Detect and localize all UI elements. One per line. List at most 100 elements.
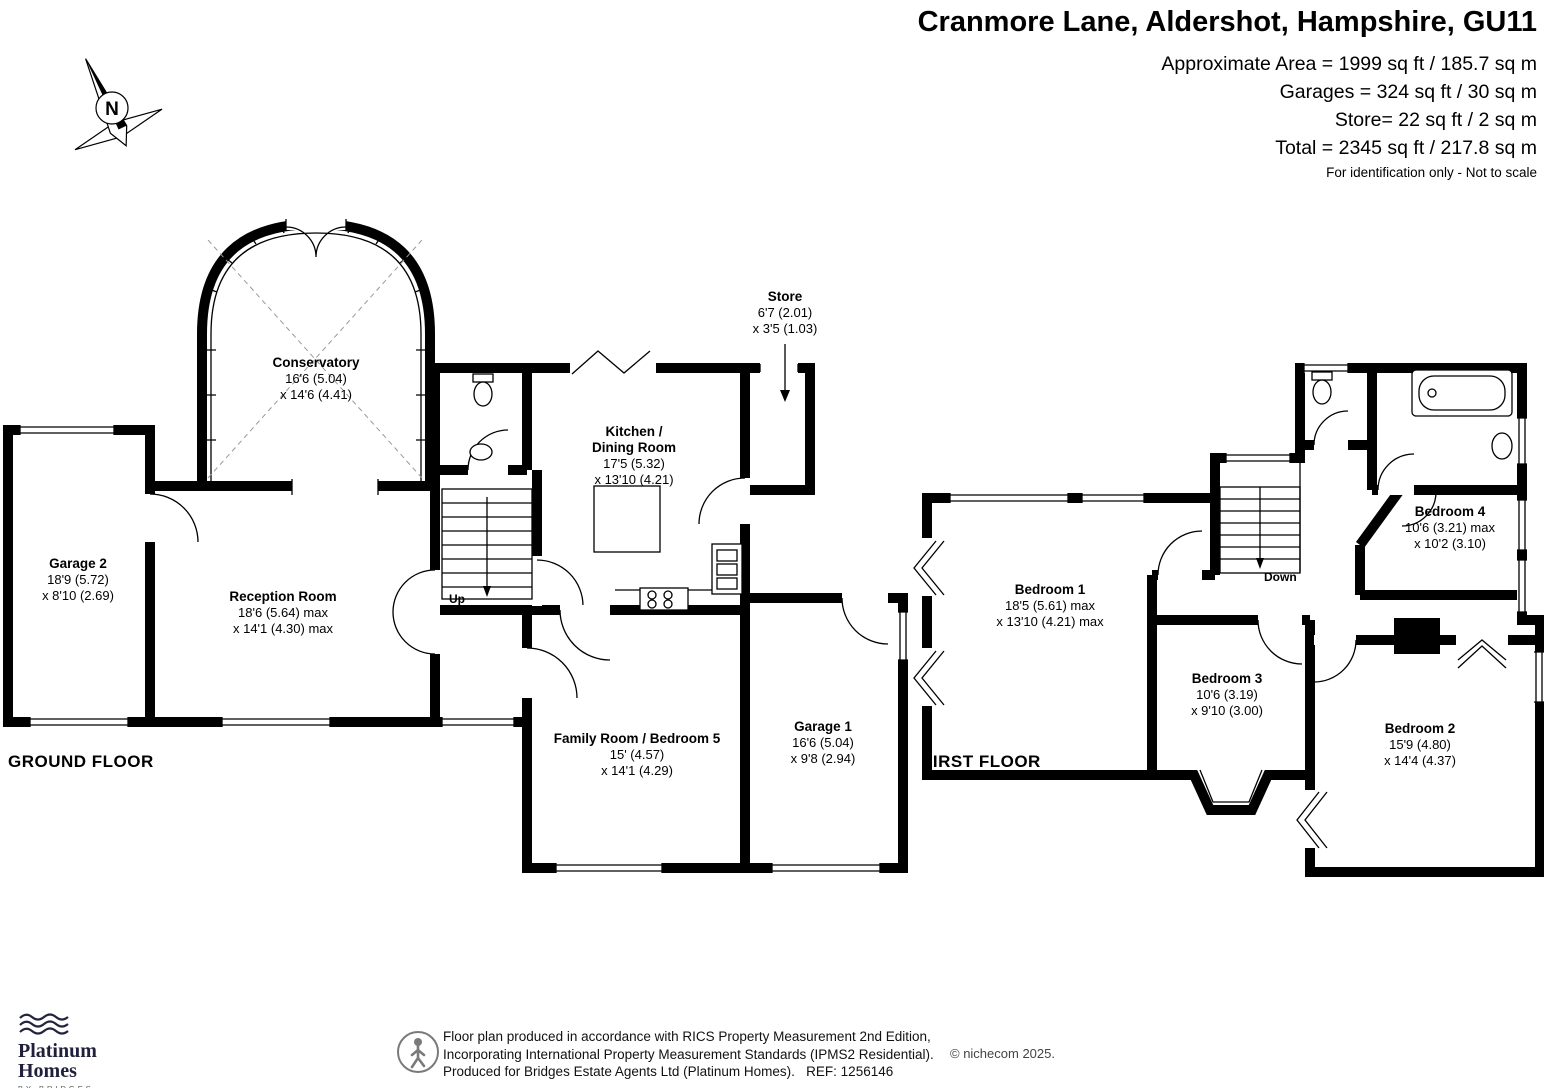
area-line-garages: Garages = 324 sq ft / 30 sq m [1279, 81, 1537, 103]
person-icon [397, 1031, 439, 1073]
sink-icon [1491, 432, 1513, 460]
conservatory-glazing [197, 222, 435, 486]
window [771, 863, 881, 873]
first-floor-plan [913, 363, 1544, 877]
window [555, 863, 663, 873]
door-arc [145, 493, 199, 543]
door-arc [1401, 491, 1437, 527]
door-arc [1377, 453, 1415, 495]
door-arc [392, 569, 440, 655]
disclaimer-line2: Incorporating International Property Mea… [443, 1046, 934, 1062]
conservatory-doors [285, 218, 347, 258]
room-label-store: Store 6'7 (2.01) x 3'5 (1.03) [752, 289, 818, 336]
area-line-approximate: Approximate Area = 1999 sq ft / 185.7 sq… [1161, 53, 1537, 75]
toilet-icon [1311, 371, 1333, 405]
bay-window [1456, 635, 1508, 669]
hob-icon [639, 587, 689, 611]
stairs-down-label: Down [1264, 570, 1297, 584]
first-interior-walls [1147, 368, 1540, 775]
room-label-bedroom3: Bedroom 3 10'6 (3.19) x 9'10 (3.00) [1191, 671, 1263, 718]
window [1517, 499, 1527, 551]
garage2-outline [3, 425, 155, 727]
bay-window [913, 648, 945, 706]
window [29, 717, 129, 727]
bay-window [1296, 790, 1328, 849]
compass-north-label: N [105, 99, 119, 120]
room-label-reception: Reception Room 18'6 (5.64) max x 14'1 (4… [229, 589, 337, 636]
window [441, 717, 515, 727]
ground-floor-plan [3, 218, 908, 873]
disclaimer-line1: Floor plan produced in accordance with R… [443, 1029, 931, 1044]
kitchen-island-icon [593, 485, 661, 553]
stairs-up [441, 488, 533, 600]
room-label-conservatory: Conservatory 16'6 (5.04) x 14'6 (4.41) [272, 355, 360, 402]
ground-doors [145, 363, 889, 699]
identification-note: For identification only - Not to scale [1326, 165, 1537, 180]
window [1517, 417, 1527, 465]
footer-disclaimer: Floor plan produced in accordance with R… [443, 1028, 934, 1081]
area-line-store: Store= 22 sq ft / 2 sq m [1334, 109, 1537, 131]
door-arc [559, 605, 611, 661]
store-door [759, 363, 799, 373]
window [1517, 559, 1527, 613]
page-title: Cranmore Lane, Aldershot, Hampshire, GU1… [917, 6, 1537, 38]
window [898, 611, 908, 661]
door-arc [1157, 530, 1203, 580]
window [1303, 363, 1349, 373]
logo-waves-icon [19, 1013, 69, 1035]
room-label-garage2: Garage 2 18'9 (5.72) x 8'10 (2.69) [42, 556, 114, 603]
bath-icon [1411, 369, 1513, 417]
reception-conservatory-opening [291, 478, 379, 496]
room-label-bedroom1: Bedroom 1 18'5 (5.61) max x 13'10 (4.21)… [996, 582, 1104, 629]
area-line-total: Total = 2345 sq ft / 217.8 sq m [1275, 137, 1537, 159]
compass-rose: N [74, 58, 163, 151]
window [949, 493, 1069, 503]
window [1081, 493, 1145, 503]
wc-toilet-icon [472, 373, 494, 407]
room-label-bedroom4: Bedroom 4 10'6 (3.21) max x 10'2 (3.10) [1405, 504, 1495, 551]
wall-break-symbol [570, 350, 656, 375]
reception-outline [145, 481, 440, 727]
door-arc [1313, 410, 1349, 450]
ground-windows [19, 350, 908, 873]
platinum-homes-logo: Platinum Homes BY BRIDGES [18, 1012, 97, 1088]
stairs-up-label: Up [449, 592, 465, 606]
hall-outline [430, 605, 532, 727]
door-arc [698, 477, 750, 525]
logo-name-line2: Homes [18, 1060, 77, 1082]
window [1225, 453, 1291, 463]
door-arc [522, 647, 578, 699]
bay-window-glazing [1199, 769, 1263, 803]
store-arrow [780, 344, 790, 402]
door-arc [532, 559, 584, 607]
disclaimer-line3: Produced for Bridges Estate Agents Ltd (… [443, 1064, 894, 1079]
window [1534, 651, 1544, 703]
stairs-down [1219, 486, 1301, 574]
wc-sink-icon [469, 443, 493, 461]
door-arc [1313, 635, 1357, 683]
window [19, 425, 115, 435]
bay-window [913, 538, 945, 596]
first-windows [913, 363, 1544, 849]
ground-floor-label: GROUND FLOOR [8, 752, 154, 771]
kitchen-unit-icon [711, 543, 743, 595]
logo-tagline: BY BRIDGES [18, 1084, 97, 1088]
room-label-bedroom2: Bedroom 2 15'9 (4.80) x 14'4 (4.37) [1384, 721, 1456, 768]
chimney-breast [1394, 618, 1440, 654]
first-floor-label: FIRST FLOOR [922, 752, 1041, 771]
area-summary: Approximate Area = 1999 sq ft / 185.7 sq… [918, 50, 1537, 162]
room-label-family-room: Family Room / Bedroom 5 15' (4.57) x 14'… [553, 731, 721, 778]
copyright-notice: © nichecom 2025. [950, 1046, 1055, 1061]
room-label-garage1: Garage 1 16'6 (5.04) x 9'8 (2.94) [790, 719, 856, 766]
header: Cranmore Lane, Aldershot, Hampshire, GU1… [918, 4, 1537, 180]
door-arc [467, 429, 509, 475]
door-arc [841, 593, 889, 645]
window [221, 717, 331, 727]
logo-name-line1: Platinum [18, 1040, 97, 1062]
room-label-kitchen: Kitchen / Dining Room 17'5 (5.32) x 13'1… [592, 424, 676, 487]
compass-circle [95, 91, 129, 125]
door-arc [1257, 615, 1303, 665]
store-outline [740, 363, 815, 495]
first-doors [1157, 410, 1437, 683]
